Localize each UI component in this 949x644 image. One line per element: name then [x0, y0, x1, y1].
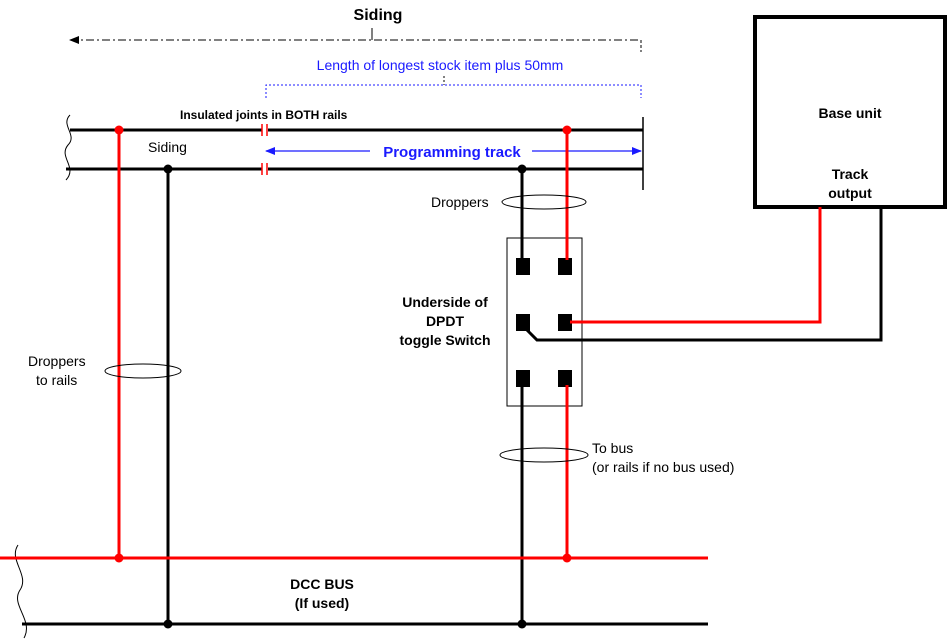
droppers-to-rails-label-1: Droppers — [28, 353, 86, 369]
switch-terminal-bottom-right — [558, 370, 572, 387]
switch-label-line3: toggle Switch — [400, 332, 491, 348]
switch-terminal-mid-left — [516, 314, 530, 331]
switch-label-line1: Underside of — [402, 294, 488, 310]
junction-dots — [114, 125, 572, 629]
track-output-label-2: output — [828, 185, 872, 201]
droppers-to-rails-bundle — [104, 363, 182, 379]
switch-terminal-mid-right — [558, 314, 572, 331]
length-dimension: Length of longest stock item plus 50mm — [265, 57, 642, 98]
siding-track-label: Siding — [148, 139, 187, 155]
red-wires — [117, 130, 822, 558]
base-unit-label: Base unit — [818, 105, 881, 121]
insulated-joints-label: Insulated joints in BOTH rails — [180, 108, 348, 122]
to-bus-label-2: (or rails if no bus used) — [592, 459, 734, 475]
siding-title: Siding — [354, 7, 403, 24]
dpdt-toggle-switch — [506, 237, 583, 407]
droppers-to-rails-label-2: to rails — [36, 372, 77, 388]
switch-terminal-bottom-left — [516, 370, 530, 387]
base-unit: Base unit Track output — [753, 15, 947, 209]
dcc-bus-label-1: DCC BUS — [290, 576, 354, 592]
switch-label-line2: DPDT — [426, 313, 465, 329]
dcc-bus: DCC BUS (If used) — [0, 544, 708, 639]
cable-bundle-markers — [104, 194, 589, 463]
insulated-joints: Insulated joints in BOTH rails — [180, 108, 348, 175]
switch-terminal-top-left — [516, 258, 530, 275]
droppers-label: Droppers — [431, 194, 489, 210]
track-output-label-1: Track — [832, 166, 869, 182]
programming-track-span: Programming track — [265, 144, 642, 161]
droppers-bundle — [501, 194, 587, 210]
length-note: Length of longest stock item plus 50mm — [317, 57, 564, 73]
siding-dimension: Siding — [69, 7, 642, 52]
to-bus-label-1: To bus — [592, 440, 633, 456]
to-bus-bundle — [499, 447, 589, 463]
programming-track-label: Programming track — [383, 144, 521, 161]
dcc-bus-label-2: (If used) — [295, 595, 349, 611]
switch-terminal-top-right — [558, 258, 572, 275]
black-wires — [166, 169, 883, 624]
